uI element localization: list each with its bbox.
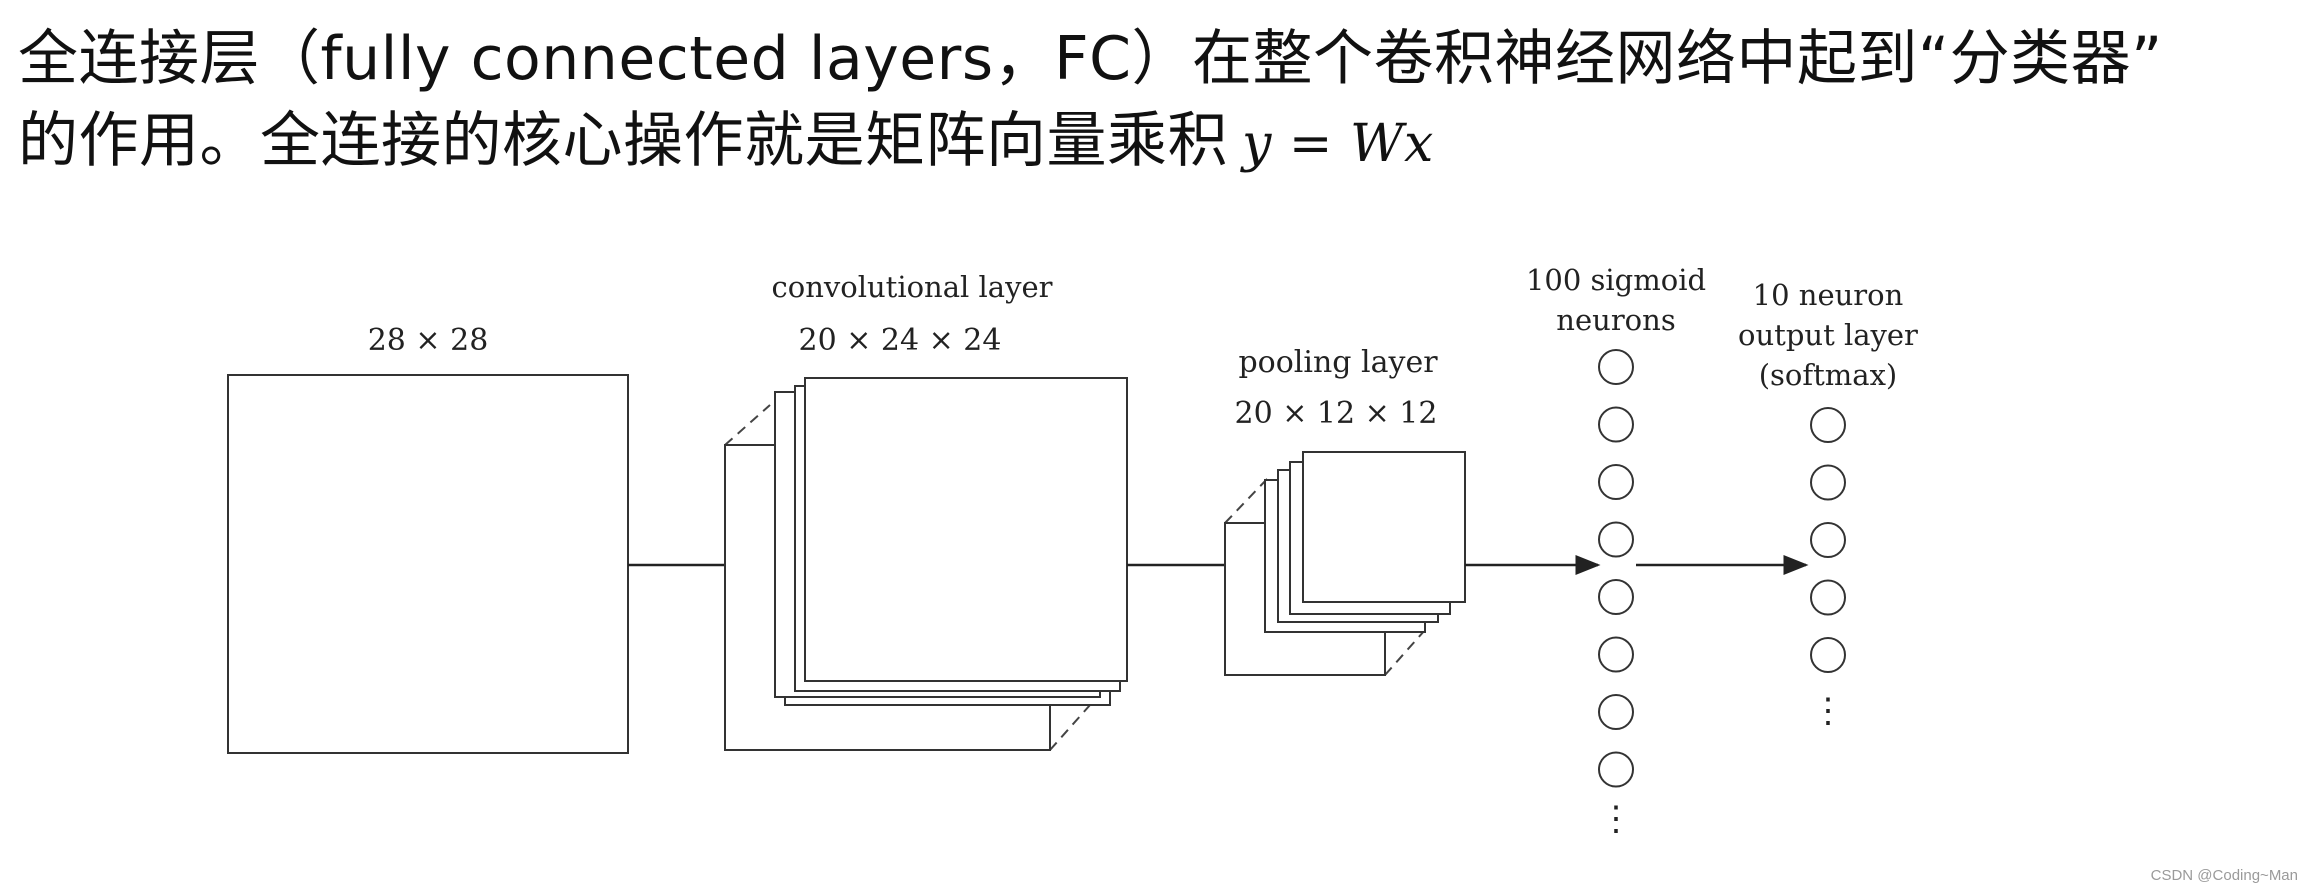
input-image-box xyxy=(227,374,629,754)
output-neuron-column xyxy=(1810,407,1846,673)
conv-layer-stack xyxy=(724,377,1128,751)
hidden-layer-title-2: neurons xyxy=(1556,303,1675,337)
hidden-neuron-column xyxy=(1598,349,1634,788)
matrix-vector-formula: y = Wx xyxy=(1242,114,1434,174)
pool-front-feature-map xyxy=(1302,451,1466,603)
pool-layer-dims: 20 × 12 × 12 xyxy=(1235,396,1438,431)
output-layer-title-3: (softmax) xyxy=(1759,358,1898,392)
output-neuron xyxy=(1810,637,1846,673)
hidden-neuron xyxy=(1598,694,1634,730)
output-ellipsis: ⋮ xyxy=(1811,691,1845,731)
output-neuron xyxy=(1810,407,1846,443)
output-neuron xyxy=(1810,464,1846,501)
hidden-neuron xyxy=(1598,406,1634,443)
output-layer-title-2: output layer xyxy=(1738,318,1918,352)
hidden-layer-title-1: 100 sigmoid xyxy=(1526,263,1706,297)
output-neuron xyxy=(1810,522,1846,558)
input-dims-label: 28 × 28 xyxy=(368,323,489,358)
hidden-neuron xyxy=(1598,579,1634,615)
intro-line-2: 的作用。全连接的核心操作就是矩阵向量乘积 xyxy=(18,106,1228,176)
pool-layer-title: pooling layer xyxy=(1238,345,1438,380)
hidden-neuron xyxy=(1598,636,1634,673)
hidden-neuron xyxy=(1598,751,1634,788)
hidden-neuron xyxy=(1598,349,1634,385)
output-layer-title-1: 10 neuron xyxy=(1753,278,1904,312)
pool-layer-stack xyxy=(1224,451,1466,676)
hidden-ellipsis: ⋮ xyxy=(1599,799,1633,839)
intro-text: 全连接层（fully connected layers，FC）在整个卷积神经网络… xyxy=(18,18,2298,185)
hidden-neuron xyxy=(1598,521,1634,558)
intro-line-1: 全连接层（fully connected layers，FC）在整个卷积神经网络… xyxy=(18,24,2163,94)
conv-layer-title: convolutional layer xyxy=(772,270,1053,304)
watermark: CSDN @Coding~Man xyxy=(2150,867,2298,884)
conv-layer-dims: 20 × 24 × 24 xyxy=(799,323,1002,358)
conv-front-feature-map xyxy=(804,377,1128,682)
hidden-neuron xyxy=(1598,464,1634,500)
output-neuron xyxy=(1810,579,1846,616)
